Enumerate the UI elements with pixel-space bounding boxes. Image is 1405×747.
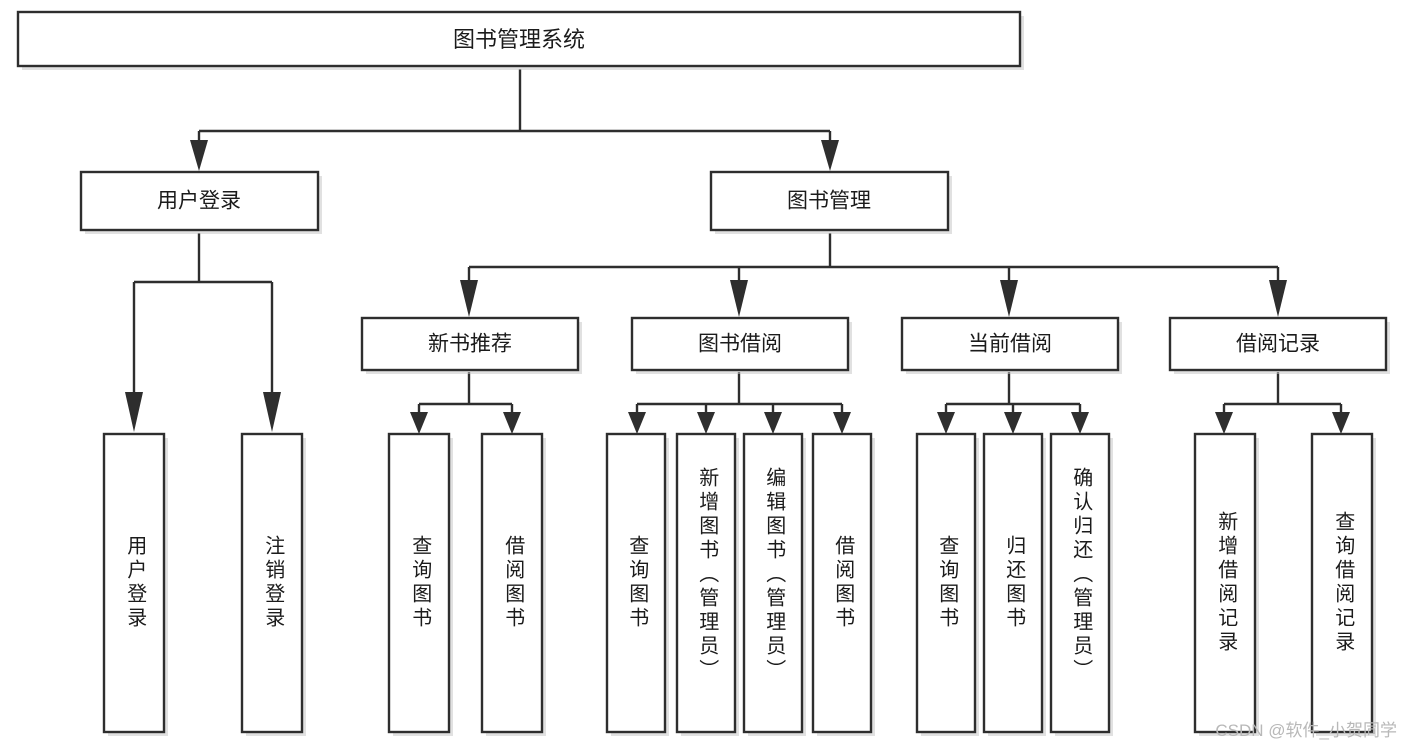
arrow-head-leaf-query-record — [1332, 412, 1350, 434]
new-book-recommend-label: 新书推荐 — [428, 333, 512, 356]
node-book-borrow[interactable]: 图书借阅 — [630, 316, 852, 374]
arrow-head-borrow-record — [1269, 280, 1287, 317]
leaf-confirm-return-box — [1049, 432, 1111, 734]
node-leaf-query-book-2[interactable]: 查询图书 — [605, 432, 669, 736]
node-leaf-confirm-return[interactable]: 确认归还（管理员） — [1049, 432, 1113, 736]
leaf-edit-book-box — [742, 432, 804, 734]
leaf-confirm-return-label: 确认归还（管理员） — [1070, 467, 1093, 683]
leaf-user-login-box — [102, 432, 166, 734]
node-borrow-record[interactable]: 借阅记录 — [1168, 316, 1390, 374]
arrow-head-leaf-add-record — [1215, 412, 1233, 434]
node-leaf-add-book[interactable]: 新增图书（管理员） — [675, 432, 739, 736]
book-management-label: 图书管理 — [787, 190, 871, 213]
arrow-head-user-login — [190, 140, 208, 171]
node-leaf-add-record[interactable]: 新增借阅记录 — [1193, 432, 1259, 736]
leaf-query-book-3-label: 查询图书 — [936, 535, 959, 631]
node-leaf-query-book-3[interactable]: 查询图书 — [915, 432, 979, 736]
book-borrow-label: 图书借阅 — [698, 333, 782, 356]
arrow-head-leaf-return-book — [1004, 412, 1022, 434]
leaf-edit-book-label: 编辑图书（管理员） — [763, 467, 786, 683]
node-leaf-edit-book[interactable]: 编辑图书（管理员） — [742, 432, 806, 736]
arrow-head-current-borrow — [1000, 280, 1018, 317]
node-user-login[interactable]: 用户登录 — [79, 170, 322, 234]
borrow-record-label: 借阅记录 — [1236, 333, 1320, 356]
node-current-borrow[interactable]: 当前借阅 — [900, 316, 1122, 374]
arrow-head-leaf-user-login — [125, 392, 143, 432]
leaf-query-record-box — [1310, 432, 1374, 734]
leaf-borrow-book-1-box — [480, 432, 544, 734]
node-root-book-management-system[interactable]: 图书管理系统 — [16, 10, 1024, 70]
leaf-query-book-1-box — [387, 432, 451, 734]
borrow-record-box — [1168, 316, 1388, 372]
node-leaf-query-record[interactable]: 查询借阅记录 — [1310, 432, 1376, 736]
book-management-box — [709, 170, 950, 232]
current-borrow-label: 当前借阅 — [968, 333, 1052, 356]
arrow-head-book-management — [821, 140, 839, 171]
current-borrow-box — [900, 316, 1120, 372]
leaf-user-logout-label: 注销登录 — [262, 535, 285, 631]
node-new-book-recommend[interactable]: 新书推荐 — [360, 316, 582, 374]
arrow-head-leaf-borrow-book-2 — [833, 412, 851, 434]
arrow-head-leaf-add-book — [697, 412, 715, 434]
node-leaf-return-book[interactable]: 归还图书 — [982, 432, 1046, 736]
leaf-add-record-label: 新增借阅记录 — [1215, 511, 1238, 655]
leaf-query-book-1-label: 查询图书 — [409, 535, 432, 631]
arrow-head-leaf-query-book-3 — [937, 412, 955, 434]
root-label: 图书管理系统 — [453, 27, 585, 52]
leaf-borrow-book-2-label: 借阅图书 — [832, 535, 855, 631]
root-box — [16, 10, 1022, 68]
node-book-management[interactable]: 图书管理 — [709, 170, 952, 234]
user-login-box — [79, 170, 320, 232]
leaf-query-book-2-label: 查询图书 — [626, 535, 649, 631]
leaf-query-book-2-box — [605, 432, 667, 734]
arrow-head-leaf-query-book-1 — [410, 412, 428, 434]
node-leaf-query-book-1[interactable]: 查询图书 — [387, 432, 453, 736]
arrow-head-leaf-user-logout — [263, 392, 281, 432]
arrow-head-leaf-borrow-book-1 — [503, 412, 521, 434]
leaf-user-logout-box — [240, 432, 304, 734]
leaf-borrow-book-2-box — [811, 432, 873, 734]
leaf-query-record-label: 查询借阅记录 — [1332, 511, 1355, 655]
node-leaf-borrow-book-1[interactable]: 借阅图书 — [480, 432, 546, 736]
arrow-head-new-book-recommend — [460, 280, 478, 317]
node-leaf-user-login[interactable]: 用户登录 — [102, 432, 168, 736]
arrow-head-leaf-query-book-2 — [628, 412, 646, 434]
user-login-label: 用户登录 — [157, 190, 241, 213]
leaf-add-book-box — [675, 432, 737, 734]
connector-layer — [125, 69, 1350, 434]
arrow-head-leaf-edit-book — [764, 412, 782, 434]
leaf-borrow-book-1-label: 借阅图书 — [502, 535, 525, 631]
leaf-return-book-label: 归还图书 — [1003, 535, 1026, 631]
leaf-return-book-box — [982, 432, 1044, 734]
leaf-add-record-box — [1193, 432, 1257, 734]
leaf-query-book-3-box — [915, 432, 977, 734]
arrow-head-book-borrow — [730, 280, 748, 317]
arrow-head-leaf-confirm-return — [1071, 412, 1089, 434]
node-leaf-borrow-book-2[interactable]: 借阅图书 — [811, 432, 875, 736]
node-leaf-user-logout[interactable]: 注销登录 — [240, 432, 306, 736]
leaf-add-book-label: 新增图书（管理员） — [696, 467, 719, 683]
new-book-recommend-box — [360, 316, 580, 372]
leaf-user-login-label: 用户登录 — [124, 535, 147, 631]
book-borrow-box — [630, 316, 850, 372]
